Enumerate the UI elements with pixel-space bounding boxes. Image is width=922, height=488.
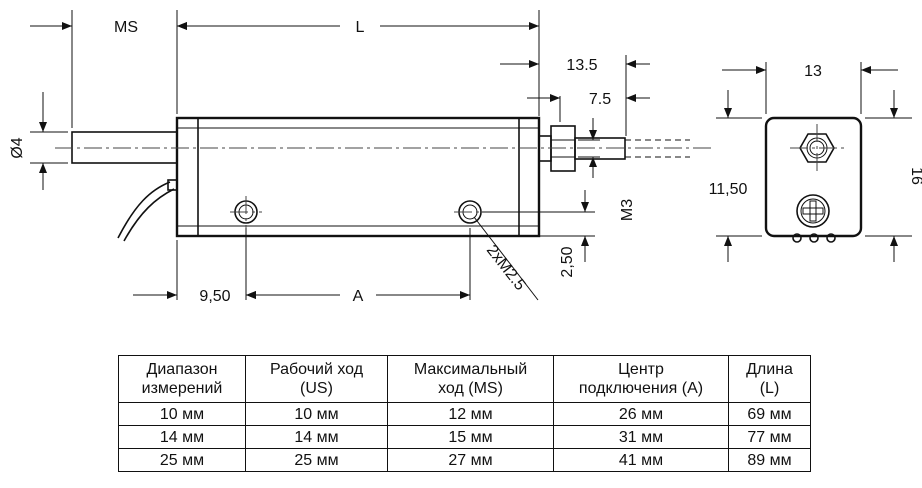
cable — [117, 181, 171, 239]
dim-11-50: 11,50 — [709, 181, 748, 198]
table-cell: 69 мм — [728, 402, 811, 426]
table-cell: 14 мм — [118, 425, 246, 449]
threaded-shaft — [574, 137, 626, 160]
end-view-body — [764, 116, 863, 238]
header-working-stroke: Рабочий ход(US) — [245, 355, 388, 403]
dim-13-5: 13.5 — [566, 57, 597, 74]
cable-connectors — [792, 233, 836, 243]
table-cell: 89 мм — [728, 448, 811, 472]
end-view: 13 11,50 16 — [709, 62, 922, 262]
table-cell: 10 мм — [245, 402, 388, 426]
table-cell: 77 мм — [728, 425, 811, 449]
dim-2xm2-5: 2xM2.5 — [483, 242, 529, 294]
table-cell: 26 мм — [553, 402, 729, 426]
dim-7-5: 7.5 — [589, 91, 611, 108]
table-cell: 15 мм — [387, 425, 554, 449]
table-cell: 25 мм — [118, 448, 246, 472]
dim-9-50: 9,50 — [199, 288, 230, 305]
table-cell: 25 мм — [245, 448, 388, 472]
dim-16: 16 — [908, 167, 922, 185]
table-cell: 31 мм — [553, 425, 729, 449]
header-length: Длина(L) — [728, 355, 811, 403]
table-cell: 27 мм — [387, 448, 554, 472]
table-cell: 14 мм — [245, 425, 388, 449]
dim-ms: MS — [114, 19, 138, 36]
table-cell: 41 мм — [553, 448, 729, 472]
table-cell: 10 мм — [118, 402, 246, 426]
table-row: 14 мм 14 мм 15 мм 31 мм 77 мм — [118, 425, 811, 449]
side-view: MS L 13.5 7.5 Ø4 M3 2,50 9,50 A — [9, 10, 712, 305]
sensor-body — [175, 116, 541, 238]
dim-2-50: 2,50 — [559, 246, 576, 277]
table-cell: 12 мм — [387, 402, 554, 426]
technical-drawing: MS L 13.5 7.5 Ø4 M3 2,50 9,50 A — [9, 10, 922, 305]
dim-13: 13 — [804, 63, 822, 80]
phillips-screw-icon — [796, 194, 830, 228]
dim-d4: Ø4 — [9, 137, 26, 158]
dim-m3: M3 — [619, 199, 636, 221]
dim-l: L — [356, 19, 365, 36]
dim-a: A — [353, 288, 364, 305]
table-row: 10 мм 10 мм 12 мм 26 мм 69 мм — [118, 402, 811, 426]
table-row: 25 мм 25 мм 27 мм 41 мм 89 мм — [118, 448, 811, 472]
